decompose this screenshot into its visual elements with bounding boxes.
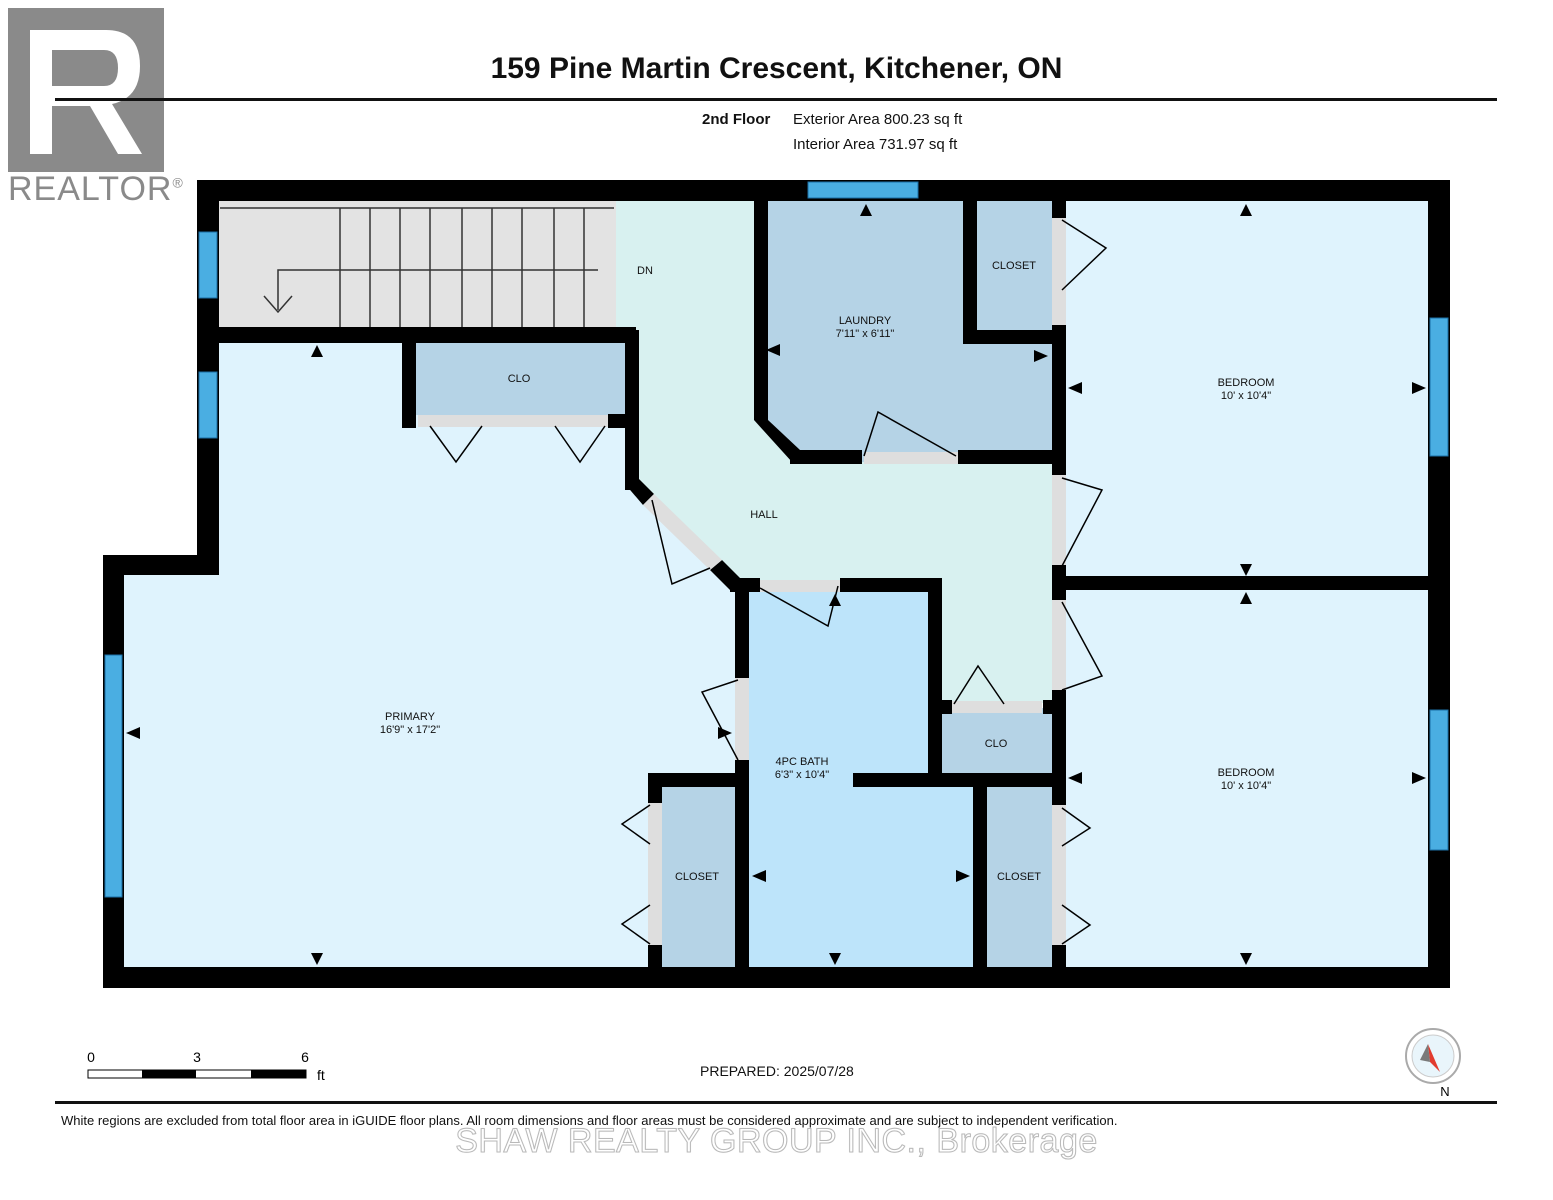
realtor-logo-text: REALTOR® [8,170,184,208]
windows [104,181,1449,898]
closet-bedroom-room [982,780,1054,977]
page-title: 159 Pine Martin Crescent, Kitchener, ON [490,52,1063,85]
stairs-area [208,190,616,330]
disclaimer-text: White regions are excluded from total fl… [61,1113,1118,1128]
primary-label: PRIMARY [385,711,436,723]
walls [103,180,1450,988]
clo-primary-label: CLO [508,373,531,385]
header-divider [55,98,1497,101]
interior-area: Interior Area 731.97 sq ft [793,136,958,153]
closet-top-label: CLOSET [992,260,1036,272]
window-primary-upper [198,371,218,439]
scale-unit: ft [317,1067,325,1083]
closet-bedroom-label: CLOSET [997,871,1041,883]
clo-hall-label: CLO [985,738,1008,750]
exterior-area: Exterior Area 800.23 sq ft [793,111,963,128]
compass-icon: N [1405,1028,1461,1099]
stair-treads [220,207,614,330]
hall-label: HALL [750,509,778,521]
window-top [807,181,919,199]
scale-bar: 0 3 6 ft [87,1049,325,1083]
window-bedroom-bottom [1429,709,1449,851]
scale-tick-6: 6 [301,1049,309,1065]
door-swings [429,219,1108,945]
closet-top-room [975,192,1053,332]
laundry-label: LAUNDRY [839,315,892,327]
brokerage-watermark: SHAW REALTY GROUP INC., Brokerage [455,1122,1098,1161]
bath-dims: 6'3" x 10'4" [775,769,829,781]
bedroom-bottom-room [1060,585,1438,977]
dimension-arrows [126,204,1426,965]
room-fills [113,190,1438,977]
window-stairs [198,231,218,299]
scale-tick-3: 3 [193,1049,201,1065]
door-openings [418,218,1066,945]
window-bedroom-top [1429,317,1449,457]
clo-primary-room [410,340,625,415]
bedroom-top-label: BEDROOM [1218,377,1275,389]
compass-north-label: N [1440,1084,1449,1099]
primary-dims: 16'9" x 17'2" [380,724,440,736]
bedroom-bottom-label: BEDROOM [1218,767,1275,779]
hall-area [615,200,1055,703]
scale-tick-0: 0 [87,1049,95,1065]
laundry-dims: 7'11" x 6'11" [836,328,895,340]
realtor-r-logo-icon [8,8,164,172]
window-primary-left [104,654,123,898]
prepared-date: PREPARED: 2025/07/28 [700,1063,854,1079]
closet-primary-label: CLOSET [675,871,719,883]
floor-label: 2nd Floor [702,111,771,128]
bedroom-bottom-dims: 10' x 10'4" [1221,780,1271,792]
bath-label: 4PC BATH [776,756,829,768]
laundry-room [760,190,1052,462]
primary-room [113,332,742,977]
closet-primary-room [656,780,738,977]
clo-hall-room [940,708,1055,776]
bedroom-top-dims: 10' x 10'4" [1221,390,1271,402]
stairs-dn-label: DN [637,265,653,277]
footer-divider [55,1101,1497,1104]
bedroom-top-room [1060,190,1438,582]
room-labels: DN LAUNDRY 7'11" x 6'11" CLOSET BEDROOM … [380,260,1275,883]
